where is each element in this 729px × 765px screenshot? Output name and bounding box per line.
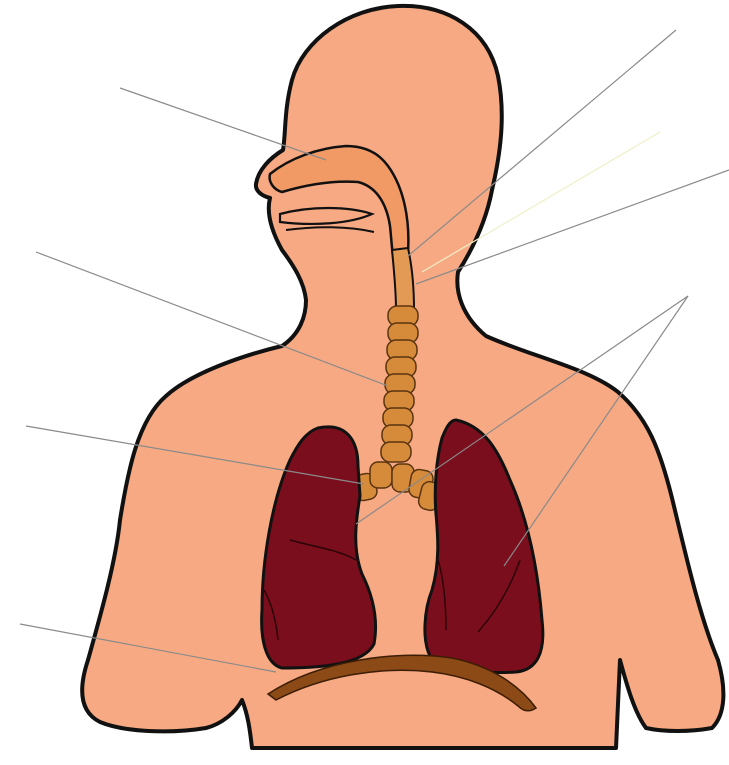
pharynx (392, 248, 414, 310)
